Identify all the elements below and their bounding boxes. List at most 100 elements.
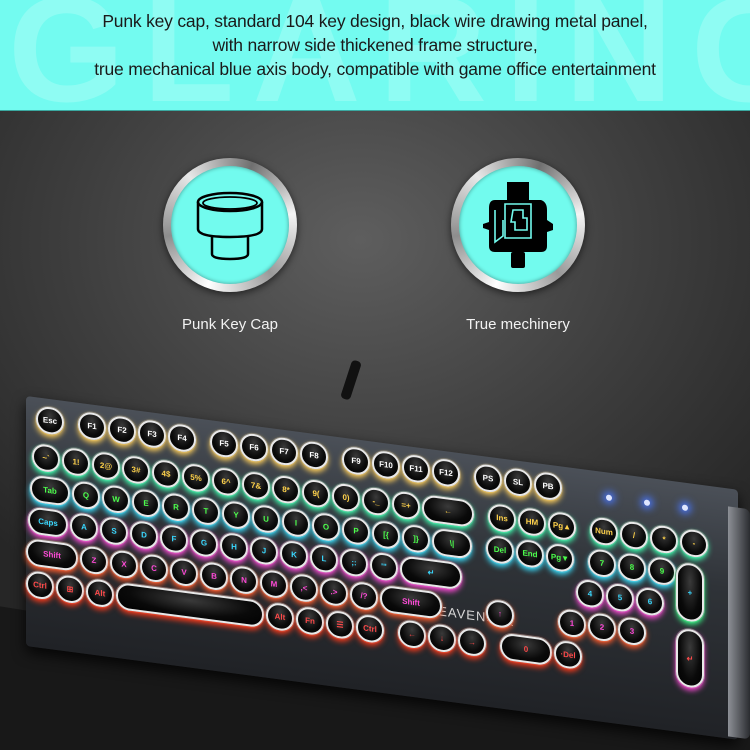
key: 4 [576, 578, 604, 610]
key: F11 [402, 453, 430, 485]
key: F1 [78, 410, 106, 442]
key-numpad-plus: + [676, 561, 704, 624]
key: 9 [648, 555, 676, 587]
key: 0 [500, 632, 552, 667]
key: PB [534, 470, 562, 502]
key: I [282, 507, 310, 539]
key: ~` [32, 442, 60, 474]
description-banner: GLARING Punk key cap, standard 104 key d… [0, 0, 750, 111]
key: '" [370, 551, 398, 582]
key: X [110, 549, 138, 580]
key: R [162, 491, 190, 523]
feature-label: Punk Key Cap [182, 316, 278, 333]
key: 3 [618, 615, 646, 647]
key: ;: [340, 547, 368, 579]
key: \| [432, 527, 472, 560]
key: ⊞ [56, 573, 84, 605]
chrome-ring [163, 158, 297, 292]
mechanical-switch-icon [483, 182, 553, 268]
key: H [220, 531, 248, 563]
key: End [516, 538, 544, 570]
key: HM [518, 506, 546, 538]
key: Alt [86, 577, 114, 609]
key: Caps [28, 506, 68, 539]
chrome-ring [451, 158, 585, 292]
key: P [342, 515, 370, 547]
key: - [680, 528, 708, 559]
key: V [170, 556, 198, 588]
key: Num [590, 516, 618, 547]
key: K [280, 539, 308, 571]
key: ← [398, 618, 426, 650]
usb-cable [340, 359, 362, 401]
key: B [200, 560, 228, 592]
key: Del [486, 534, 514, 566]
key: D [130, 519, 158, 551]
key: 7& [242, 470, 270, 502]
key: T [192, 495, 220, 527]
key: 5% [182, 462, 210, 494]
key: → [458, 626, 486, 658]
feature-label: True mechinery [466, 316, 570, 333]
key: [{ [372, 519, 400, 551]
key: ↑ [486, 598, 514, 630]
indicator-led [606, 494, 612, 502]
key: F8 [300, 440, 328, 471]
indicator-led [644, 499, 650, 507]
key: J [250, 535, 278, 567]
key: 2 [588, 611, 616, 643]
key: Shift [380, 584, 442, 620]
key: / [620, 520, 648, 551]
key: C [140, 553, 168, 584]
watermark-text: GLARING [8, 0, 750, 111]
key: U [252, 503, 280, 535]
key: 6^ [212, 466, 240, 498]
key: F9 [342, 445, 370, 477]
key: * [650, 524, 678, 555]
key: 7 [588, 547, 616, 579]
key: 6 [636, 586, 664, 617]
key: ·Del [554, 639, 582, 671]
description-line-1: Punk key cap, standard 104 key design, b… [102, 11, 648, 31]
key: F12 [432, 457, 460, 489]
key: E [132, 487, 160, 519]
key: Shift [26, 538, 78, 572]
key: 1! [62, 446, 90, 478]
feature-true-mechinery: True mechinery [433, 158, 603, 333]
key: F5 [210, 428, 238, 459]
key: F3 [138, 418, 166, 450]
key: Q [72, 480, 100, 511]
description-line-3: true mechanical blue axis body, compatib… [94, 59, 656, 79]
key: 3# [122, 454, 150, 486]
key: Pg▲ [548, 510, 576, 542]
key: Fn [296, 605, 324, 637]
key: ]} [402, 523, 430, 555]
key: F10 [372, 449, 400, 481]
key: Esc [36, 405, 64, 437]
description-text: Punk key cap, standard 104 key design, b… [0, 9, 750, 81]
indicator-led [682, 504, 688, 512]
key: F [160, 523, 188, 555]
key: Ctrl [26, 570, 54, 601]
key: S [100, 515, 128, 547]
key: ☰ [326, 609, 354, 641]
key: L [310, 543, 338, 575]
key: G [190, 527, 218, 559]
description-line-2: with narrow side thickened frame structu… [212, 35, 538, 55]
key: =+ [392, 490, 420, 521]
key: F6 [240, 432, 268, 463]
key: F2 [108, 414, 136, 446]
key: 9( [302, 478, 330, 510]
key: Y [222, 499, 250, 531]
key: A [70, 511, 98, 543]
key: 8* [272, 474, 300, 506]
keycap-icon [196, 191, 264, 261]
key: 0) [332, 482, 360, 513]
key: SL [504, 466, 532, 498]
key: W [102, 484, 130, 515]
key: .> [320, 576, 348, 608]
key: Pg▼ [546, 542, 574, 574]
key: Ins [488, 502, 516, 534]
